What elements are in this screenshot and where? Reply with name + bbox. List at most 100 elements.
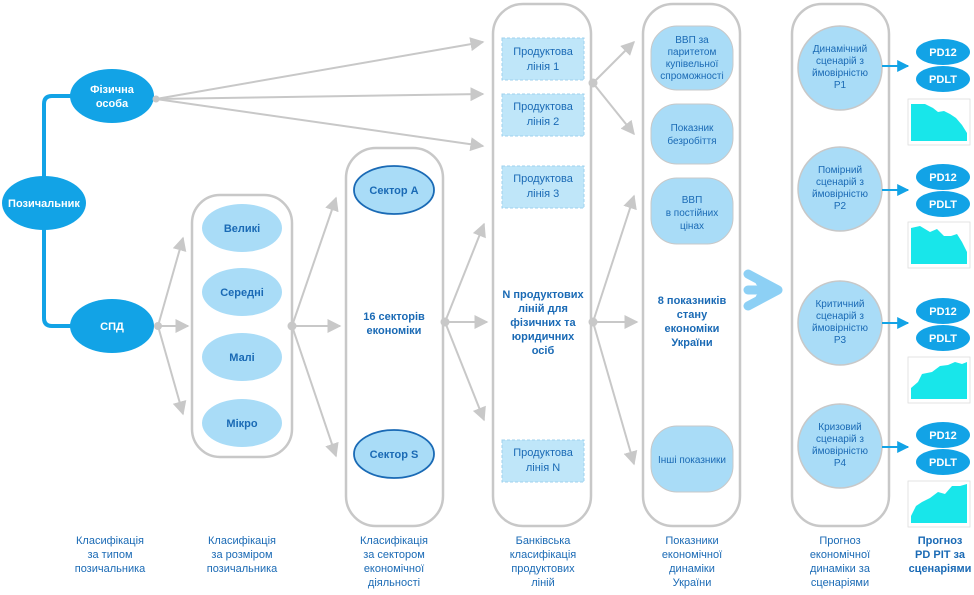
- caption-scenarios: Прогноз економічної динаміки за сценарія…: [810, 535, 871, 589]
- scenario-critical: Критичний сценарій з ймовірністю P3: [797, 280, 883, 366]
- pdlt-label: PDLT: [929, 333, 957, 345]
- indicator-unemployment-line2: безробіття: [667, 135, 716, 147]
- product-line-1: Продуктова лінія 1: [501, 37, 585, 81]
- caption-line: позичальника: [75, 563, 146, 575]
- indicator-unemployment: Показник безробіття: [650, 103, 734, 165]
- product-line-3: Продуктова лінія 3: [501, 165, 585, 209]
- borrower-root-label: Позичальник: [8, 198, 80, 210]
- indicator-summary-line3: економіки: [665, 323, 720, 335]
- pd-curve-chart-3: [907, 356, 971, 404]
- indicator-unemployment-line1: Показник: [671, 123, 714, 134]
- caption-line: економічної: [662, 549, 722, 561]
- caption-line: Класифікація: [360, 535, 428, 547]
- size-small-node: Малі: [202, 333, 282, 381]
- caption-pd-pit: Прогноз PD PIT за сценаріями: [909, 535, 972, 575]
- size-medium-label: Середні: [220, 287, 264, 299]
- scenario-crisis-line1: Кризовий: [818, 422, 862, 433]
- caption-line: діяльності: [368, 577, 420, 589]
- sector-a-node: Сектор А: [353, 165, 435, 215]
- pd-curve-chart-4: [907, 480, 971, 528]
- scenario-pd-arrows: [882, 60, 910, 453]
- sector-a-label: Сектор А: [369, 185, 418, 197]
- scenario-column-container: [790, 2, 891, 528]
- product-line-2-number: лінія 2: [527, 116, 560, 128]
- pd12-label: PD12: [929, 306, 957, 318]
- caption-line: динаміки за: [810, 563, 871, 575]
- connector-dots: [152, 78, 598, 331]
- scenario-crisis-line3: ймовірністю: [812, 446, 868, 457]
- indicator-gdp-constant: ВВП в постійних цінах: [650, 177, 734, 245]
- product-line-n: Продуктова лінія N: [501, 439, 585, 483]
- product-summary-line1: N продуктових: [502, 289, 584, 301]
- pd12-label: PD12: [929, 47, 957, 59]
- caption-line: Прогноз: [819, 535, 860, 547]
- caption-line: за типом: [87, 549, 132, 561]
- product-summary-line5: осіб: [532, 345, 555, 357]
- entrepreneur-node: СПД: [70, 299, 154, 353]
- caption-line: позичальника: [207, 563, 278, 575]
- product-summary-line4: юридичних: [512, 331, 575, 343]
- size-micro-label: Мікро: [226, 418, 257, 430]
- caption-line: сценаріями: [811, 577, 869, 589]
- pdlt-label: PDLT: [929, 74, 957, 86]
- pd-block-3: PD12 PDLT: [907, 298, 971, 404]
- product-summary-line3: фізичних та: [510, 317, 576, 329]
- caption-borrower-size: Класифікація за розміром позичальника: [207, 535, 278, 575]
- scenario-moderate-line3: ймовірністю: [812, 189, 868, 200]
- pd12-label: PD12: [929, 430, 957, 442]
- product-line-3-title: Продуктова: [513, 173, 574, 185]
- indicator-gdp-constant-line1: ВВП: [682, 195, 703, 206]
- size-medium-node: Середні: [202, 268, 282, 316]
- sector-summary-line2: економіки: [367, 325, 422, 337]
- indicator-gdp-ppp-line2: паритетом: [668, 47, 717, 58]
- product-summary-line2: ліній для: [518, 303, 568, 315]
- caption-line: Прогноз: [918, 535, 963, 547]
- product-summary: N продуктових ліній для фізичних та юрид…: [502, 289, 584, 357]
- scenario-critical-line3: ймовірністю: [812, 323, 868, 334]
- caption-line: Класифікація: [208, 535, 276, 547]
- scenario-critical-line4: P3: [834, 335, 847, 346]
- sector-s-label: Сектор S: [370, 449, 419, 461]
- caption-line: за сектором: [363, 549, 425, 561]
- indicator-gdp-constant-line3: цінах: [680, 221, 704, 232]
- scenario-moderate: Помірний сценарій з ймовірністю P2: [797, 146, 883, 232]
- caption-line: за розміром: [211, 549, 272, 561]
- scenario-dynamic-line4: P1: [834, 80, 847, 91]
- product-line-n-title: Продуктова: [513, 447, 574, 459]
- caption-line: PD PIT за: [915, 549, 966, 561]
- scenario-dynamic-line2: сценарій з: [816, 56, 864, 67]
- pd-block-2: PD12 PDLT: [907, 164, 971, 269]
- indicator-other-label: Інші показники: [658, 455, 726, 466]
- scenario-dynamic: Динамічний сценарій з ймовірністю P1: [797, 25, 883, 111]
- caption-line: Класифікація: [76, 535, 144, 547]
- size-micro-node: Мікро: [202, 399, 282, 447]
- scenario-crisis-line4: P4: [834, 458, 847, 469]
- sector-summary: 16 секторів економіки: [363, 311, 425, 337]
- indicator-summary-line2: стану: [677, 309, 708, 321]
- indicator-gdp-ppp-line3: купівельної: [666, 59, 719, 70]
- indicator-summary: 8 показників стану економіки України: [658, 295, 727, 349]
- size-small-label: Малі: [229, 352, 254, 364]
- caption-line: динаміки: [669, 563, 715, 575]
- indicator-gdp-constant-line2: в постійних: [666, 208, 719, 219]
- pd-curve-chart-1: [907, 98, 971, 146]
- caption-line: сценаріями: [909, 563, 972, 575]
- caption-line: України: [673, 577, 712, 589]
- caption-indicators: Показники економічної динаміки України: [662, 535, 722, 589]
- caption-line: економічної: [364, 563, 424, 575]
- product-line-1-number: лінія 1: [527, 61, 560, 73]
- sector-summary-line1: 16 секторів: [363, 311, 425, 323]
- scenario-dynamic-line1: Динамічний: [813, 44, 867, 55]
- pdlt-label: PDLT: [929, 457, 957, 469]
- product-line-2-title: Продуктова: [513, 101, 574, 113]
- indicator-gdp-ppp: ВВП за паритетом купівельної спроможност…: [650, 25, 734, 91]
- borrower-root-node: Позичальник: [2, 176, 86, 230]
- indicator-summary-line1: 8 показників: [658, 295, 727, 307]
- scenario-moderate-line2: сценарій з: [816, 177, 864, 188]
- caption-line: продуктових: [511, 563, 575, 575]
- pd-block-4: PD12 PDLT: [907, 422, 971, 528]
- scenario-moderate-line4: P2: [834, 201, 847, 212]
- size-large-label: Великі: [224, 223, 260, 235]
- product-line-3-number: лінія 3: [527, 188, 560, 200]
